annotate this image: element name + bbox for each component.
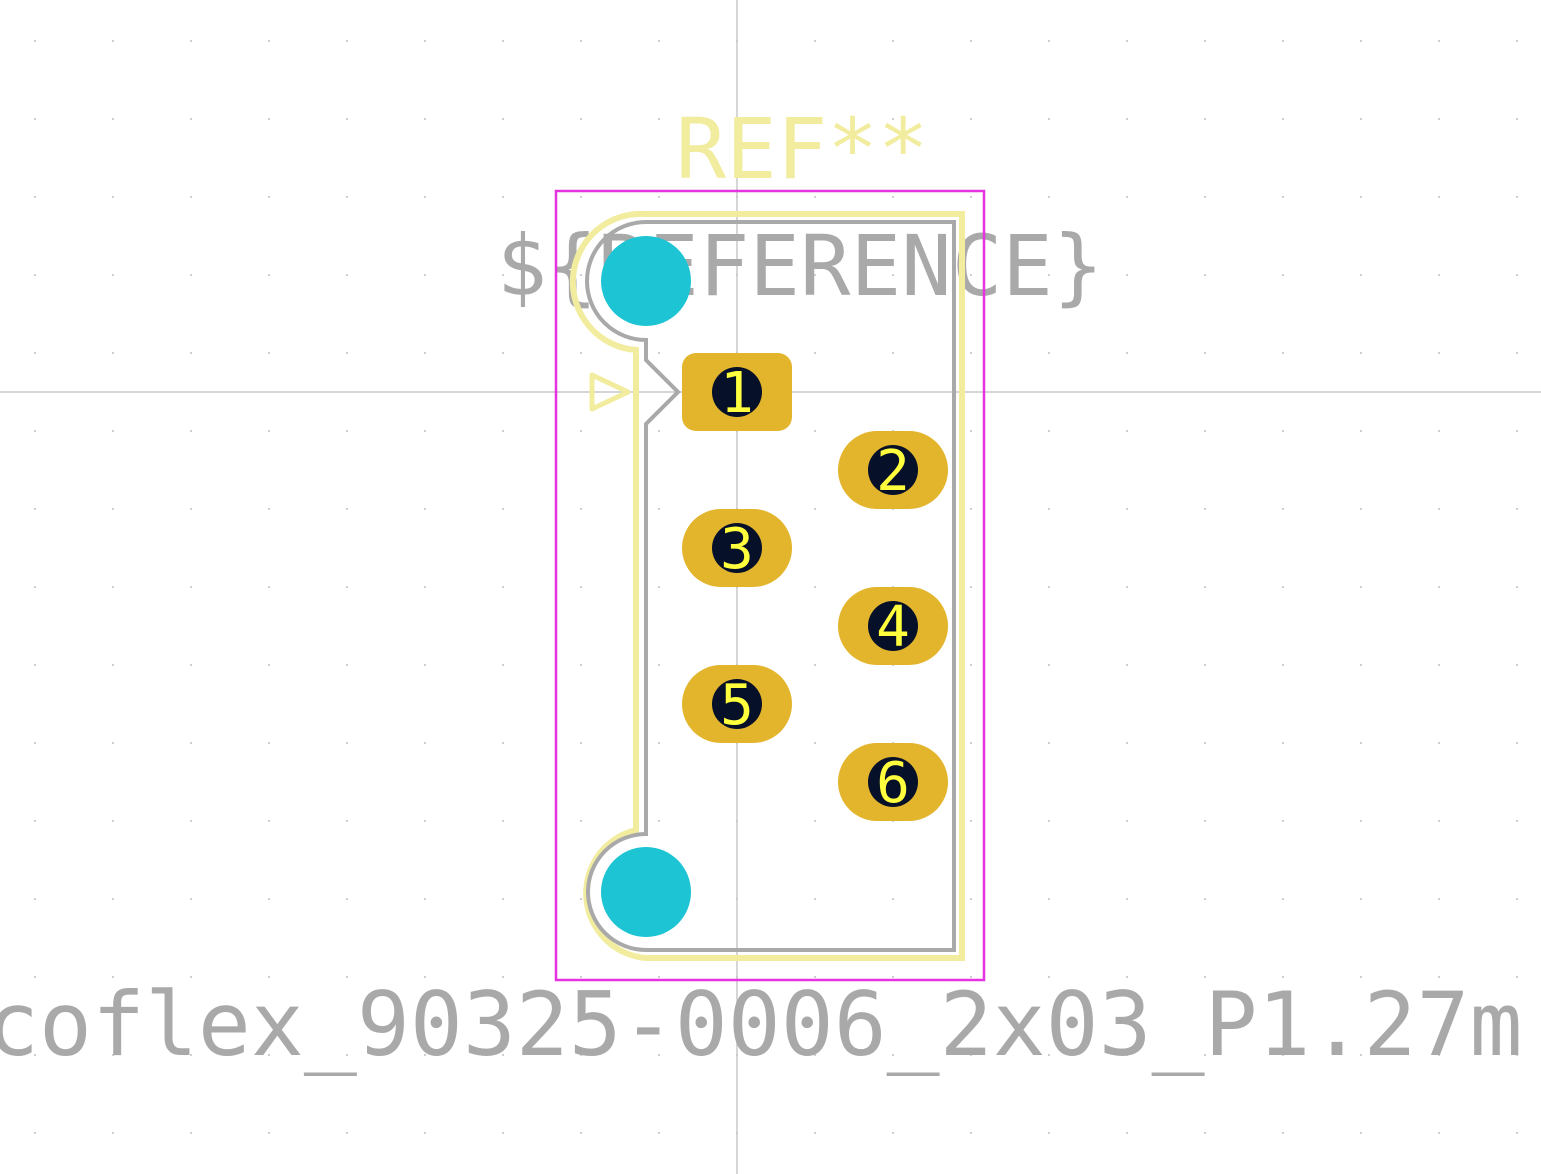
pad-number: 5 — [720, 673, 754, 738]
courtyard-outline — [554, 189, 986, 982]
pad-4[interactable]: 4 — [838, 587, 948, 665]
ref-text: REF** — [676, 100, 929, 198]
fab-outline — [585, 220, 956, 952]
mounting-hole-top[interactable] — [601, 236, 691, 326]
pad-number: 2 — [876, 439, 910, 504]
pad-number: 3 — [720, 517, 754, 582]
value-text: coflex_90325-0006_2x03_P1.27m — [0, 973, 1522, 1076]
pad-3[interactable]: 3 — [682, 509, 792, 587]
mounting-hole-bottom[interactable] — [601, 847, 691, 937]
pad-2[interactable]: 2 — [838, 431, 948, 509]
pad-5[interactable]: 5 — [682, 665, 792, 743]
pad-number: 4 — [876, 595, 910, 660]
pin1-marker — [589, 372, 631, 412]
pad-6[interactable]: 6 — [838, 743, 948, 821]
reference-text: ${REFERENCE} — [497, 217, 1104, 315]
pad-number: 1 — [720, 361, 754, 426]
pad-number: 6 — [876, 751, 910, 816]
pad-1[interactable]: 1 — [682, 353, 792, 431]
silkscreen-outline — [569, 210, 965, 961]
